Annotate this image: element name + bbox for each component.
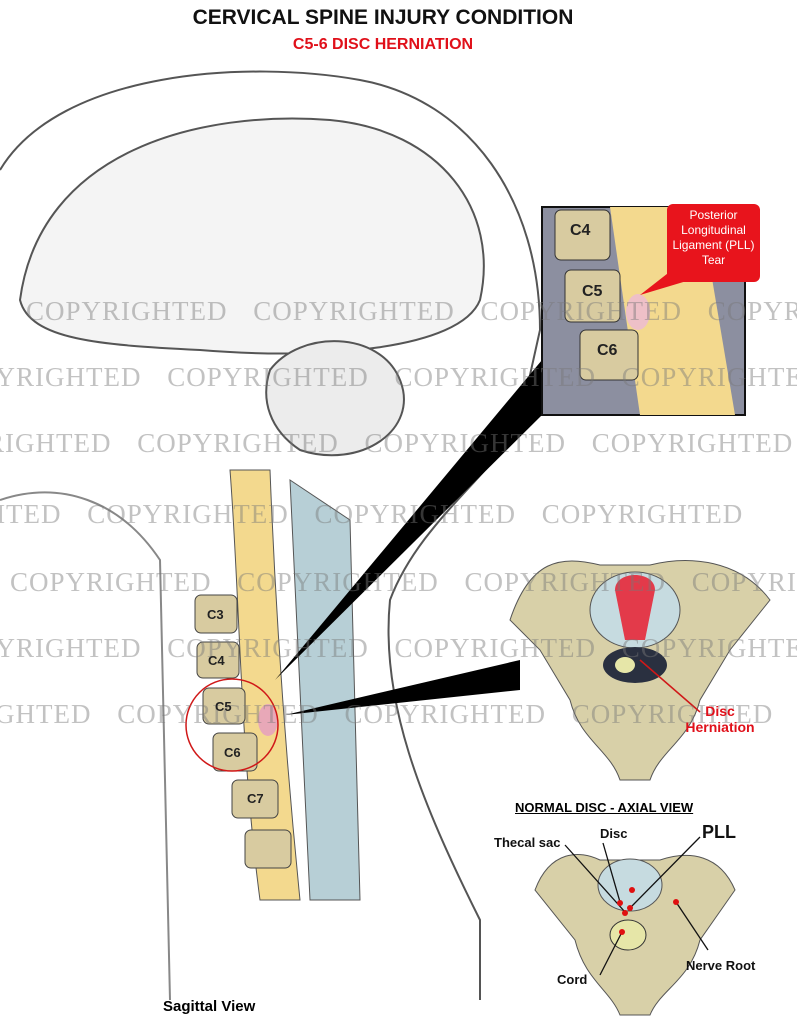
page-subtitle: C5-6 DISC HERNIATION xyxy=(292,36,474,53)
inset-label-c4: C4 xyxy=(570,222,591,239)
axial-pointer-wedge xyxy=(285,660,520,715)
inset-label-c5: C5 xyxy=(582,283,603,300)
vertebra-label-c4: C4 xyxy=(208,653,225,668)
cervical-spine xyxy=(185,469,361,901)
page-title: CERVICAL SPINE INJURY CONDITION xyxy=(192,6,574,29)
normal-axial-title: NORMAL DISC - AXIAL VIEW xyxy=(515,800,694,815)
vertebra-label-c5: C5 xyxy=(215,699,232,714)
label-thecal-sac: Thecal sac xyxy=(494,835,561,850)
herniated-axial-view xyxy=(509,560,771,781)
label-cord: Cord xyxy=(557,972,588,987)
label-disc: Disc xyxy=(600,826,628,841)
disc-herniation-label: Disc Herniation xyxy=(685,703,755,735)
sagittal-view-caption: Sagittal View xyxy=(163,998,256,1015)
normal-axial-view xyxy=(534,836,736,1016)
inset-label-c6: C6 xyxy=(597,342,618,359)
inset-pointer-wedge xyxy=(275,360,542,680)
vertebra-label-c3: C3 xyxy=(207,607,224,622)
sagittal-head xyxy=(0,70,542,1001)
vertebra-label-c6: C6 xyxy=(224,745,241,760)
vertebra-label-c7: C7 xyxy=(247,791,264,806)
label-nerve-root: Nerve Root xyxy=(686,958,756,973)
pll-tear-callout: Posterior Longitudinal Ligament (PLL) Te… xyxy=(667,204,760,282)
label-pll: PLL xyxy=(702,822,736,842)
